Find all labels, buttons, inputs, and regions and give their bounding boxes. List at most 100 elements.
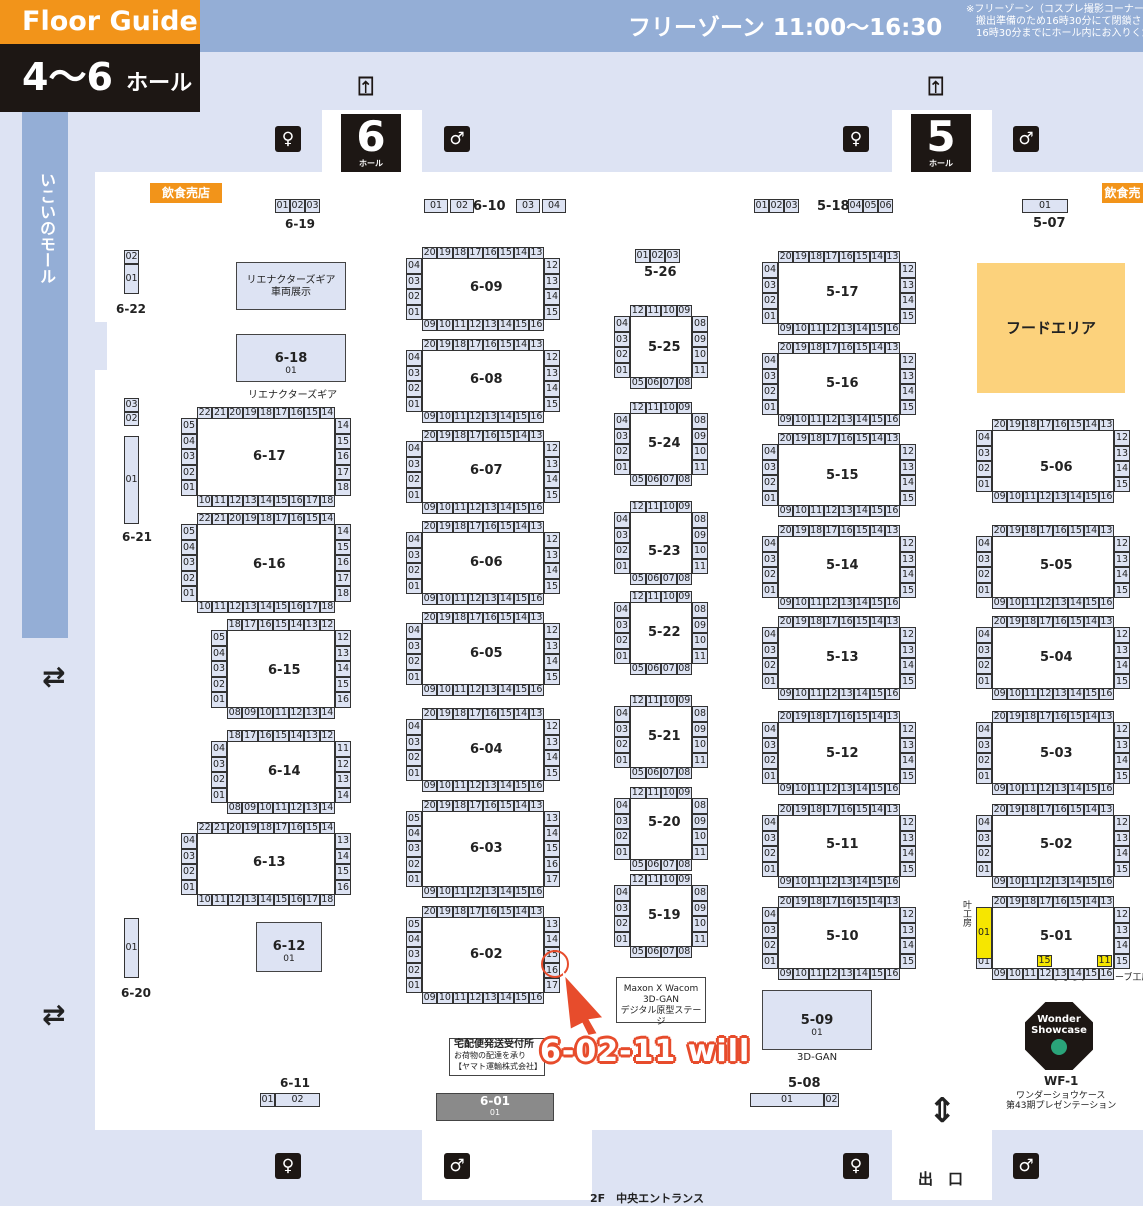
booth-cell: 19 (243, 822, 259, 834)
booth-cell: 06 (878, 199, 893, 213)
wall-notch (95, 322, 107, 370)
booth-cell: 10 (661, 787, 677, 799)
booth-cell: 15 (854, 616, 870, 628)
booth-cell: 09 (676, 695, 692, 707)
booth-cell: 05 (630, 474, 646, 486)
booth-cell: 09 (422, 684, 438, 696)
booth-cell: 12 (1037, 491, 1053, 503)
booth-cell: 12 (900, 262, 916, 278)
booth-cell: 03 (784, 199, 799, 213)
booth-cell: 13 (483, 684, 499, 696)
booth-cell: 09 (692, 331, 708, 347)
booth-cell: 17 (467, 906, 483, 918)
booth-cell: 13 (544, 547, 560, 563)
booth-cell: 04 (614, 798, 630, 814)
booth-cell: 13 (483, 411, 499, 423)
booth-cell: 20 (422, 800, 438, 812)
booth-cell: 02 (650, 249, 665, 263)
island-label: 6-16 (253, 557, 286, 572)
booth-cell: 18 (227, 619, 243, 631)
booth-cell: 09 (778, 783, 794, 795)
booth-cell: 16 (528, 684, 544, 696)
booth-cell: 11 (273, 707, 289, 719)
booth-cell: 16 (1098, 968, 1114, 980)
booth-cell: 18 (452, 800, 468, 812)
island-label: 5-07 (1033, 216, 1066, 231)
booth-cell: 14 (1114, 938, 1130, 954)
booth-cell: 19 (243, 513, 259, 525)
booth-cell: 12 (1114, 536, 1130, 552)
booth-cell: 11 (452, 886, 468, 898)
booth-cell: 18 (1022, 896, 1038, 908)
booth-cell: 13 (900, 551, 916, 567)
booth-cell: 12 (467, 319, 483, 331)
booth-cell: 16 (335, 692, 351, 708)
booth-island (197, 524, 335, 602)
booth-cell: 11 (692, 459, 708, 475)
booth-cell: 13 (1053, 597, 1069, 609)
booth-cell: 15 (1083, 876, 1099, 888)
booth-cell: 11 (645, 874, 661, 886)
booth-island (630, 885, 692, 947)
booth-cell: 02 (614, 444, 630, 460)
booth-cell: 13 (335, 645, 351, 662)
booth-cell: 09 (422, 411, 438, 423)
booth-cell: 17 (467, 708, 483, 720)
booth-cell: 09 (992, 688, 1008, 700)
booth-cell: 05 (863, 199, 878, 213)
reenactors-gear-label: リエナクターズギア (248, 390, 338, 401)
booth-cell: 02 (762, 846, 778, 862)
booth-cell: 16 (528, 780, 544, 792)
booth-cell: 12 (544, 623, 560, 639)
booth-cell: 13 (483, 780, 499, 792)
booth-cell: 15 (544, 487, 560, 503)
booth-cell: 15 (544, 765, 560, 781)
island-label: 6-05 (470, 646, 503, 661)
booth-cell: 01 (762, 308, 778, 324)
booth-cell: 14 (319, 407, 335, 419)
booth-cell: 16 (483, 800, 499, 812)
booth-cell: 01 (754, 199, 769, 213)
booth-cell: 04 (406, 623, 422, 639)
booth-cell: 20 (422, 906, 438, 918)
booth-cell: 13 (544, 734, 560, 750)
booth-cell: 14 (544, 654, 560, 670)
booth-cell: 19 (1007, 711, 1023, 723)
booth-cell: 16 (884, 783, 900, 795)
booth-cell: 12 (1114, 907, 1130, 923)
booth-cell: 17 (273, 513, 289, 525)
booth-cell: 14 (1068, 597, 1084, 609)
booth-island (422, 441, 544, 503)
booth-cell: 19 (793, 616, 809, 628)
booth-cell: 03 (976, 551, 992, 567)
booth-cell: 14 (900, 384, 916, 400)
booth-cell: 09 (778, 876, 794, 888)
booth-cell: 14 (498, 593, 514, 605)
booth-cell: 06 (645, 573, 661, 585)
booth-cell: 18 (452, 339, 468, 351)
booth-cell: 11 (808, 597, 824, 609)
booth-cell: 10 (661, 874, 677, 886)
booth-cell: 13 (884, 433, 900, 445)
exit-label: 出 口 (918, 1170, 964, 1188)
booth-cell: 20 (422, 708, 438, 720)
booth-cell: 17 (335, 464, 351, 481)
booth-cell: 05 (181, 524, 197, 540)
booth-cell: 13 (1053, 688, 1069, 700)
booth-cell: 04 (762, 444, 778, 460)
booth-cell: 19 (793, 342, 809, 354)
booth-cell: 11 (692, 648, 708, 664)
booth-cell: 12 (823, 968, 839, 980)
booth-cell: 12 (630, 591, 646, 603)
booth-cell: 11 (808, 876, 824, 888)
booth-cell: 18 (452, 612, 468, 624)
booth-cell: 12 (823, 688, 839, 700)
booth-cell: 15 (513, 780, 529, 792)
booth-cell: 20 (227, 513, 243, 525)
booth-cell: 11 (212, 601, 228, 613)
booth-cell: 14 (544, 381, 560, 397)
wf1-id: WF-1 (1044, 1074, 1079, 1088)
booth-cell: 13 (839, 414, 855, 426)
booth-cell: 11 (452, 502, 468, 514)
booth-cell: 10 (793, 876, 809, 888)
